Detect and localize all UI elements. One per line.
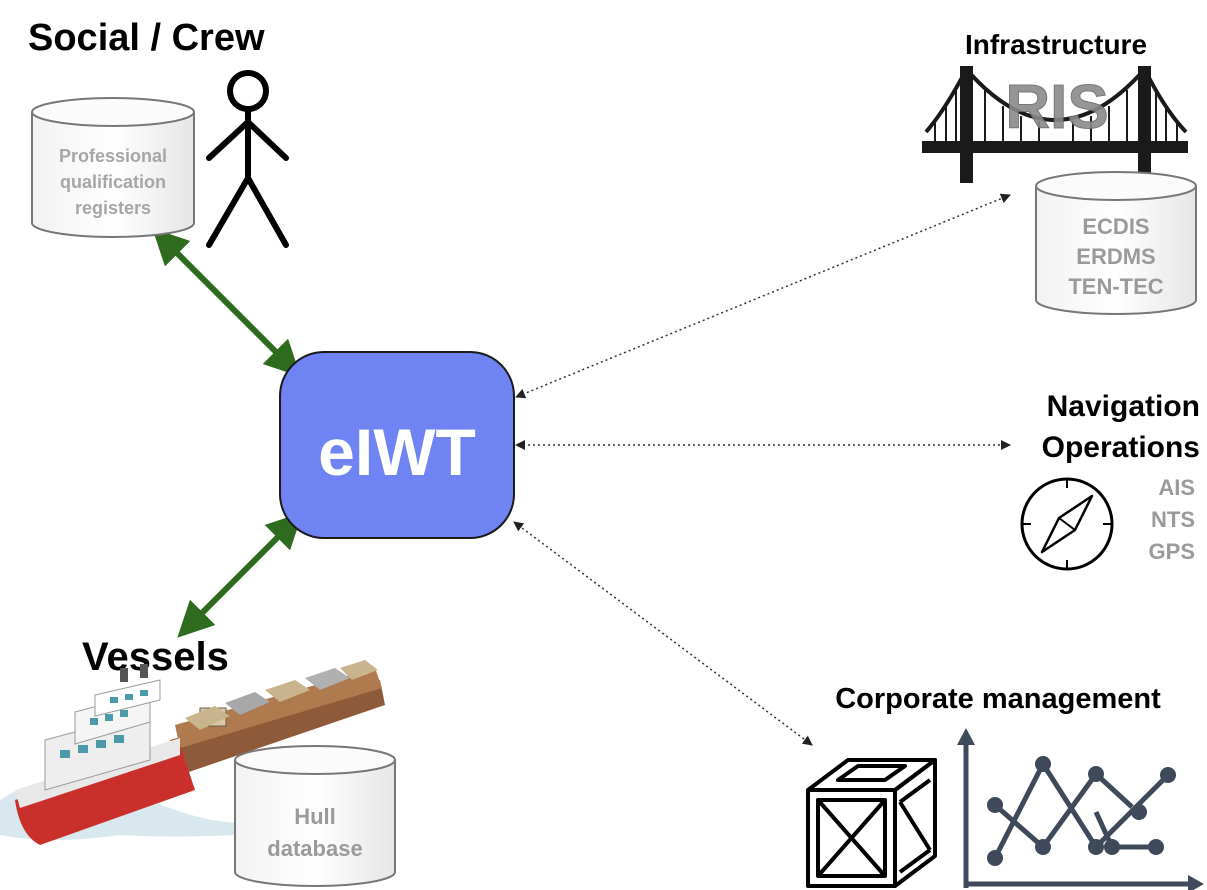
- social-crew-title: Social / Crew: [28, 17, 265, 59]
- qualification-database-line-2: qualification: [60, 172, 166, 192]
- infrastructure-database-line-3: TEN-TEC: [1068, 274, 1163, 299]
- navigation-system-gps: GPS: [1149, 539, 1195, 564]
- qualification-database-line-3: registers: [75, 198, 151, 218]
- trend-chart-icon: [957, 728, 1204, 890]
- vessels-title: Vessels: [82, 635, 229, 679]
- ris-logo-text: RIS: [1005, 73, 1108, 142]
- navigation-group: Navigation Operations AIS NTS GPS: [1020, 390, 1200, 571]
- corporate-title: Corporate management: [835, 683, 1161, 715]
- navigation-title-line-1: Navigation: [1047, 390, 1200, 423]
- vessels-group: Vessels: [0, 635, 396, 887]
- hull-database-icon: Hull database: [234, 745, 396, 887]
- infrastructure-group: Infrastructure: [922, 29, 1197, 315]
- hub-label: eIWT: [318, 415, 476, 489]
- push-barge-convoy-icon: [0, 660, 385, 845]
- infrastructure-title: Infrastructure: [965, 29, 1147, 60]
- hub-node[interactable]: eIWT: [279, 351, 515, 539]
- crew-person-icon: [206, 70, 289, 248]
- infrastructure-database-line-2: ERDMS: [1076, 244, 1155, 269]
- link-infrastructure-hub: [515, 193, 1011, 399]
- qualification-database-line-1: Professional: [59, 146, 167, 166]
- hull-database-line-2: database: [267, 836, 362, 861]
- link-corporate-hub: [513, 521, 813, 746]
- link-vessels-hub: [177, 512, 303, 638]
- navigation-system-ais: AIS: [1158, 475, 1195, 500]
- infrastructure-database-line-1: ECDIS: [1082, 214, 1149, 239]
- corporate-group: Corporate management: [806, 683, 1204, 890]
- bridge-icon: RIS: [922, 66, 1188, 183]
- cargo-crate-icon: [806, 758, 937, 888]
- link-social-hub: [152, 228, 301, 377]
- links: [152, 193, 1011, 746]
- navigation-system-nts: NTS: [1151, 507, 1195, 532]
- hull-database-line-1: Hull: [294, 804, 336, 829]
- infrastructure-database-icon: ECDIS ERDMS TEN-TEC: [1035, 171, 1197, 315]
- compass-icon: [1020, 477, 1114, 571]
- navigation-title-line-2: Operations: [1042, 431, 1200, 464]
- social-crew-group: Social / Crew Professional qualification…: [28, 17, 289, 248]
- qualification-database-icon: Professional qualification registers: [31, 97, 195, 238]
